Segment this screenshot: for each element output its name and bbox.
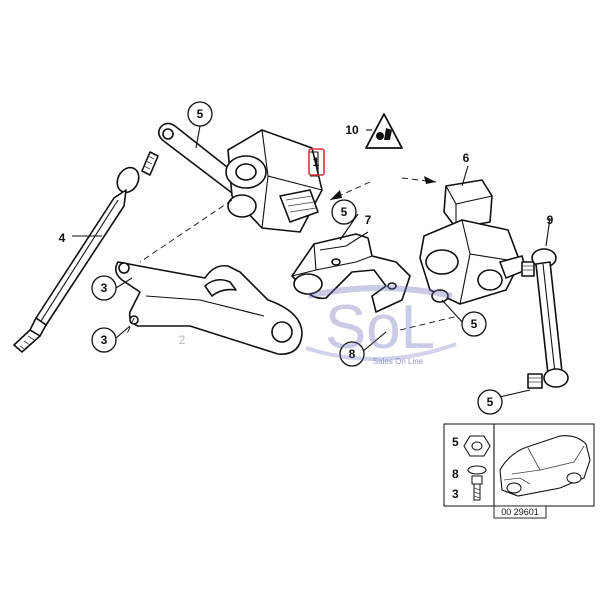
callout-3-upper: 3 (91, 275, 117, 301)
callout-5-bottom: 5 (477, 389, 503, 415)
watermark: SoL Sales On Line (305, 285, 457, 366)
washer-icon (467, 465, 487, 475)
nut-icon (463, 435, 491, 457)
callout-label: 5 (471, 317, 478, 331)
legend-row-2: 8 (452, 467, 459, 481)
level-sensor-part-1 (158, 122, 323, 233)
callout-label: 5 (197, 107, 204, 121)
callout-1-label: 1 (313, 155, 320, 169)
callout-label: 5 (487, 395, 494, 409)
legend-row-1: 5 (452, 435, 459, 449)
bracket-part-7 (291, 233, 411, 313)
warning-triangle-icon (365, 113, 403, 149)
arrow-heads (330, 176, 436, 200)
callout-7-label: 7 (365, 213, 372, 227)
reference-code-box (493, 505, 547, 519)
watermark-subtext: Sales On Line (373, 357, 424, 366)
callout-6-label: 6 (463, 151, 470, 165)
assembly-guide-lines (125, 177, 459, 337)
callout-label: 5 (341, 205, 348, 219)
callout-label: 3 (101, 281, 108, 295)
callout-10-label: 10 (345, 123, 359, 137)
callout-9-label: 9 (547, 213, 554, 227)
bracket-part-2 (114, 261, 303, 355)
callout-5-right: 5 (461, 311, 487, 337)
link-rod-part-9 (521, 248, 569, 389)
callout-5-mid: 5 (331, 199, 357, 225)
callout-3-lower: 3 (91, 327, 117, 353)
level-sensor-part-6 (419, 179, 527, 305)
legend-row-3: 3 (452, 487, 459, 501)
control-rod-part-4 (13, 151, 159, 353)
callout-label: 8 (349, 347, 356, 361)
callout-8: 8 (339, 341, 365, 367)
highlight-box (308, 148, 325, 176)
callout-5-top: 5 (187, 101, 213, 127)
watermark-logo: SoL (325, 293, 435, 362)
callout-4-label: 4 (59, 231, 66, 245)
parts-legend-inset: 5 8 3 00 29601 (443, 423, 595, 519)
reference-code: 00 29601 (501, 507, 539, 517)
bolt-icon (471, 475, 483, 501)
callout-2-label: 2 (179, 333, 186, 347)
car-icon (499, 435, 591, 497)
callout-label: 3 (101, 333, 108, 347)
